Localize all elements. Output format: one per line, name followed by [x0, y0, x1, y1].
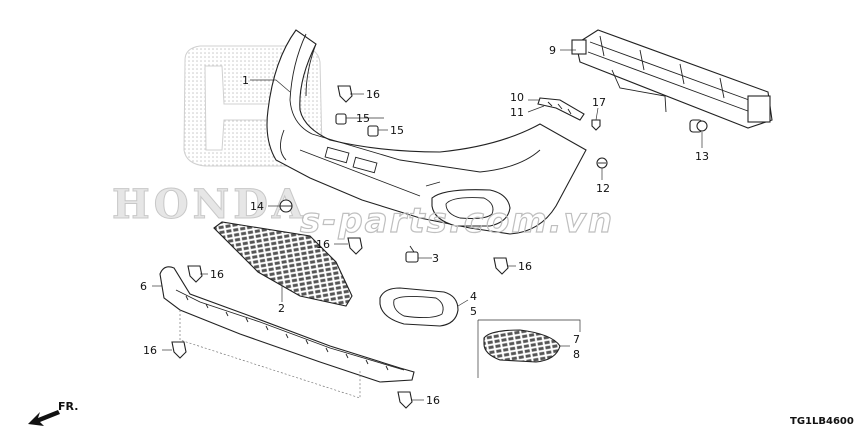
callout-13: 13 — [695, 150, 709, 163]
part-3-clip — [405, 245, 419, 263]
callout-15-upper: 15 — [356, 112, 370, 125]
part-6-lower-lip — [159, 266, 415, 399]
callout-16-lower-left: 16 — [143, 344, 157, 357]
part-17-screw — [591, 119, 601, 131]
callout-16-center: 16 — [316, 238, 330, 251]
callout-4: 4 — [470, 290, 477, 303]
front-direction-indicator: FR. — [28, 400, 78, 426]
part-15-clip-upper — [335, 113, 347, 125]
part-13-clip — [689, 119, 708, 133]
part-14-fastener — [279, 199, 293, 213]
site-watermark: s-parts.com.vn — [300, 201, 614, 241]
part-4-5-fog-surround — [379, 287, 459, 327]
part-7-8-fog-cover — [477, 319, 581, 378]
part-15-clip-lower — [367, 125, 379, 137]
callout-9: 9 — [549, 44, 556, 57]
callout-16-right: 16 — [518, 260, 532, 273]
callout-5: 5 — [470, 305, 477, 318]
part-16-screw-3 — [187, 265, 203, 283]
callout-6: 6 — [140, 280, 147, 293]
callout-16-top: 16 — [366, 88, 380, 101]
diagram-code: TG1LB4600 — [790, 416, 854, 427]
part-1-front-bumper — [266, 29, 587, 235]
callout-1: 1 — [242, 74, 249, 87]
callout-16-left: 16 — [210, 268, 224, 281]
callout-2: 2 — [278, 302, 285, 315]
front-arrow-icon — [28, 410, 60, 426]
leader-lines — [152, 49, 703, 401]
part-16-screw-6 — [397, 391, 413, 409]
part-16-screw-5 — [171, 341, 187, 359]
callout-7: 7 — [573, 333, 580, 346]
callout-3: 3 — [432, 252, 439, 265]
callout-11: 11 — [510, 106, 524, 119]
part-12-bolt — [596, 157, 608, 169]
part-10-11-bracket — [537, 97, 585, 121]
callout-12: 12 — [596, 182, 610, 195]
front-direction-label: FR. — [58, 400, 78, 413]
part-16-screw-4 — [493, 257, 509, 275]
part-2-lower-grille — [213, 221, 353, 307]
part-16-screw-2 — [347, 237, 363, 255]
honda-logo-text: HONDA — [112, 181, 307, 228]
callout-17: 17 — [592, 96, 606, 109]
part-9-bumper-beam — [571, 29, 773, 129]
callout-14: 14 — [250, 200, 264, 213]
part-16-screw-1 — [337, 85, 353, 103]
callout-labels: 1 2 3 4 5 6 7 8 9 10 11 12 13 14 15 15 1… — [140, 44, 709, 407]
callout-8: 8 — [573, 348, 580, 361]
callout-15-lower: 15 — [390, 124, 404, 137]
callout-10: 10 — [510, 91, 524, 104]
callout-16-bottom: 16 — [426, 394, 440, 407]
